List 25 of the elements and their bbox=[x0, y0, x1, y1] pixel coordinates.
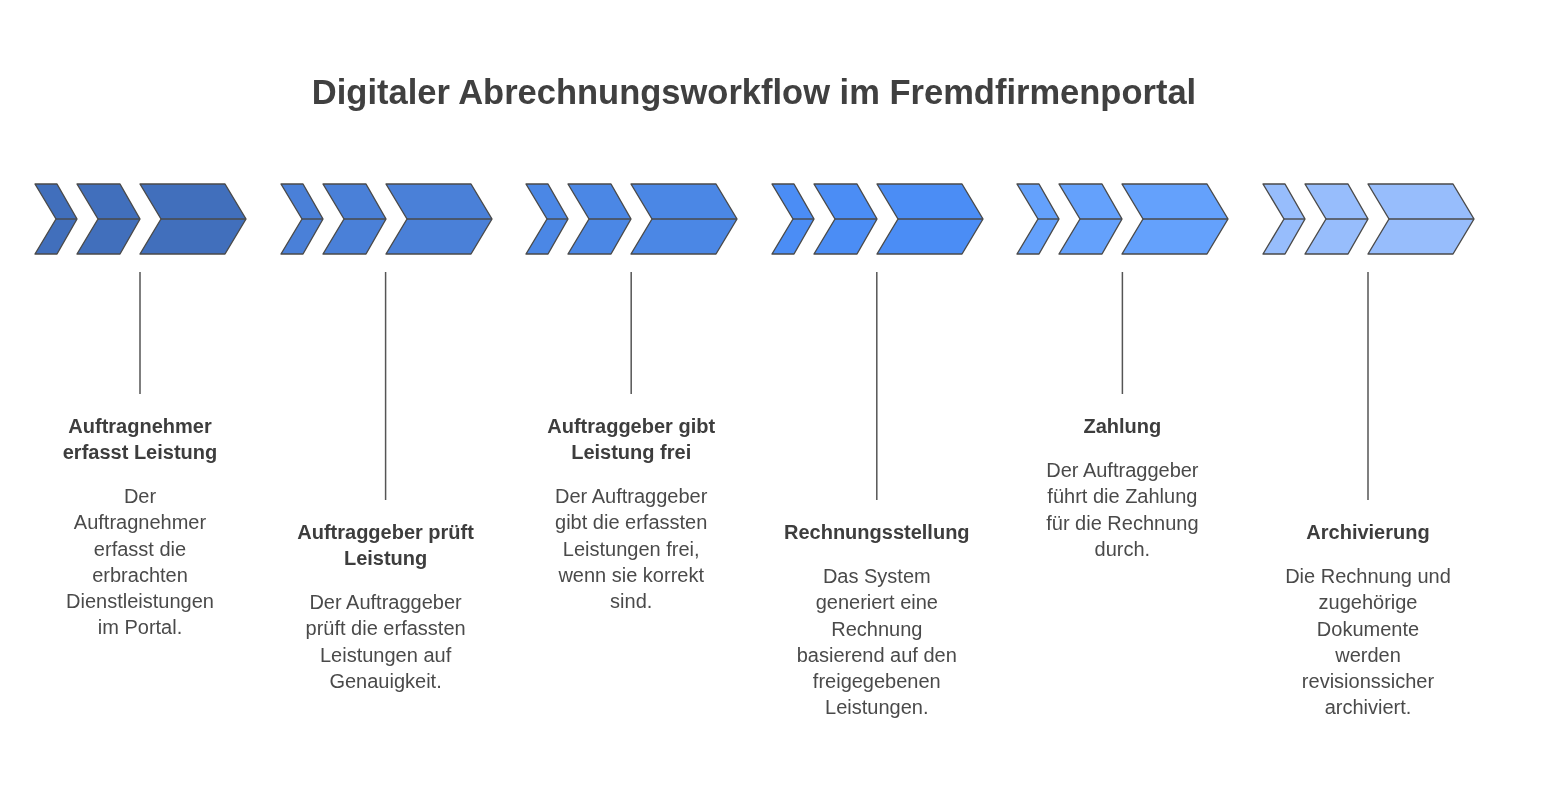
chevron-arrows bbox=[279, 183, 494, 255]
chevron-arrows bbox=[525, 183, 740, 255]
chevron-arrows bbox=[770, 183, 985, 255]
leader-line bbox=[139, 271, 141, 395]
chevron-arrows bbox=[1016, 183, 1231, 255]
step-heading: Auftragnehmer erfasst Leistung bbox=[61, 414, 219, 465]
chevron-arrows bbox=[1262, 183, 1476, 255]
leader-line bbox=[630, 271, 632, 395]
step-description: Die Rechnung und zugehörige Dokumente werden revisionssicher archiviert. bbox=[1284, 564, 1452, 721]
leader-line bbox=[876, 271, 878, 501]
step-heading: Zahlung bbox=[1082, 414, 1163, 439]
leader-line bbox=[384, 271, 387, 501]
leader-line bbox=[1367, 271, 1369, 501]
step-heading: Archivierung bbox=[1305, 520, 1431, 545]
diagram-title: Digitaler Abrechnungsworkflow im Fremdfirmenportal bbox=[311, 72, 1197, 113]
step-description: Der Auftragnehmer erfasst die erbrachten Dienstleistungen im Portal. bbox=[65, 484, 215, 641]
step-description: Der Auftraggeber prüft die erfassten Leistungen auf Genauigkeit. bbox=[304, 590, 467, 694]
step-description: Der Auftraggeber gibt die erfassten Leistungen frei, wenn sie korrekt sind. bbox=[554, 484, 709, 615]
step-description: Der Auftraggeber führt die Zahlung für die Rechnung durch. bbox=[1045, 458, 1200, 562]
step-description: Das System generiert eine Rechnung basierend auf den freigegebenen Leistungen. bbox=[795, 564, 958, 721]
step-heading: Rechnungsstellung bbox=[783, 520, 971, 545]
leader-line bbox=[1121, 271, 1124, 395]
step-heading: Auftraggeber prüft Leistung bbox=[296, 520, 475, 571]
chevron-arrows bbox=[34, 183, 248, 255]
step-heading: Auftraggeber gibt Leistung frei bbox=[546, 414, 717, 465]
